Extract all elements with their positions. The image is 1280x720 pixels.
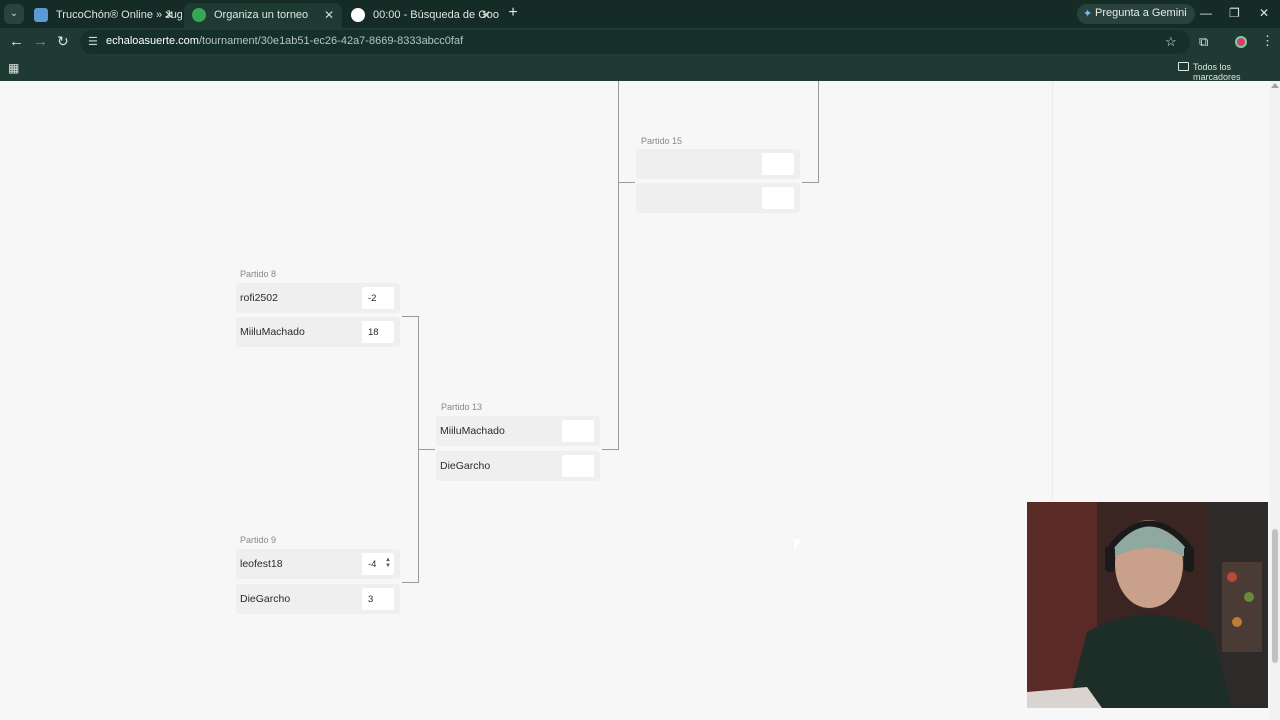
gemini-label: Pregunta a Gemini — [1095, 7, 1187, 19]
player-name: rofi2502 — [240, 292, 278, 304]
bookmarks-bar: ▦ Todos los marcadores — [0, 56, 1280, 82]
score-input[interactable]: 3 — [362, 588, 394, 610]
address-bar[interactable]: ☰ echaloasuerte.com/tournament/30e1ab51-… — [80, 30, 1190, 54]
tab-title: TrucoChón® Online » Jugá al T — [56, 9, 182, 21]
match-label: Partido 9 — [240, 535, 277, 545]
score-input[interactable] — [762, 187, 794, 209]
site-info-tune-icon[interactable]: ☰ — [88, 36, 98, 48]
bracket-connector — [402, 316, 419, 317]
player-name: leofest18 — [240, 558, 283, 570]
shield-favicon-icon — [34, 8, 48, 22]
page-scrollbar[interactable] — [1270, 81, 1280, 720]
page-divider — [1052, 81, 1053, 501]
tab-organiza-torneo[interactable]: Organiza un torneo ✕ — [184, 3, 342, 28]
score-input[interactable]: 18 — [362, 321, 394, 343]
tab-strip: ⌄ TrucoChón® Online » Jugá al T ✕ Organi… — [0, 0, 1280, 28]
score-input[interactable]: -2 — [362, 287, 394, 309]
tab-title: Organiza un torneo — [214, 9, 309, 21]
score-input[interactable] — [762, 153, 794, 175]
player-name: MiiluMachado — [240, 326, 305, 338]
match-slot: MiiluMachado — [436, 416, 600, 446]
apps-grid-icon[interactable]: ▦ — [8, 61, 20, 75]
bookmark-star-icon[interactable]: ☆ — [1165, 34, 1177, 49]
browser-chrome: ⌄ TrucoChón® Online » Jugá al T ✕ Organi… — [0, 0, 1280, 82]
url-domain: echaloasuerte.com — [106, 35, 199, 47]
scrollbar-thumb[interactable] — [1272, 529, 1278, 663]
score-input[interactable] — [562, 455, 594, 477]
kebab-menu-icon[interactable]: ⋮ — [1261, 33, 1274, 48]
match-slot: rofi2502 -2 — [236, 283, 400, 313]
close-icon[interactable]: ✕ — [163, 8, 174, 22]
profile-avatar[interactable] — [1235, 36, 1247, 48]
gemini-spark-icon: ✦ — [1083, 8, 1093, 20]
tab-search-chevron-down-icon[interactable]: ⌄ — [4, 4, 24, 24]
score-value: -4 — [368, 559, 377, 570]
bracket-connector — [602, 449, 619, 450]
tab-google-search[interactable]: 00:00 - Búsqueda de Google ✕ — [343, 3, 499, 28]
extensions-puzzle-icon[interactable]: ⧉ — [1199, 34, 1209, 49]
webcam-person-image — [1027, 502, 1268, 708]
match-slot — [636, 149, 800, 179]
bracket-connector — [818, 81, 819, 183]
close-icon[interactable]: ✕ — [480, 8, 491, 22]
player-name: DieGarcho — [240, 593, 291, 605]
score-input[interactable]: -4 ▲▼ — [362, 553, 394, 575]
bracket-connector — [402, 582, 419, 583]
url-path: /tournament/30e1ab51-ec26-42a7-8669-8333… — [198, 35, 464, 47]
all-bookmarks-label: Todos los marcadores — [1193, 62, 1241, 82]
clover-favicon-icon — [192, 8, 206, 22]
spinner-arrows-icon[interactable]: ▲▼ — [385, 557, 391, 569]
match-label: Partido 8 — [240, 269, 277, 279]
bracket-connector — [618, 182, 635, 183]
bracket-connector — [418, 449, 435, 450]
match-slot: DieGarcho 3 — [236, 584, 400, 614]
bracket-connector — [802, 182, 819, 183]
new-tab-plus-icon[interactable]: + — [508, 4, 518, 21]
match-slot — [636, 183, 800, 213]
match-label: Partido 13 — [441, 402, 483, 412]
score-input[interactable] — [562, 420, 594, 442]
all-bookmarks-button[interactable]: Todos los marcadores — [1178, 62, 1280, 82]
webcam-overlay — [1027, 502, 1268, 708]
match-slot: leofest18 -4 ▲▼ — [236, 549, 400, 579]
match-label: Partido 15 — [641, 136, 683, 146]
browser-toolbar: ← → ↻ ☰ echaloasuerte.com/tournament/30e… — [0, 28, 1280, 56]
bracket-connector — [618, 81, 619, 450]
match-slot: MiiluMachado 18 — [236, 317, 400, 347]
folder-icon — [1178, 62, 1189, 71]
forward-arrow-right-icon[interactable]: → — [33, 33, 48, 50]
tab-title: 00:00 - Búsqueda de Google — [373, 9, 499, 21]
reload-icon[interactable]: ↻ — [57, 33, 69, 49]
scroll-up-icon[interactable] — [1271, 83, 1279, 88]
player-name: MiiluMachado — [440, 425, 505, 437]
match-slot: DieGarcho — [436, 451, 600, 481]
mouse-cursor-icon — [794, 539, 802, 551]
window-close-icon[interactable]: ✕ — [1259, 6, 1270, 20]
player-name: DieGarcho — [440, 460, 491, 472]
close-icon[interactable]: ✕ — [323, 8, 334, 22]
tab-trucochon[interactable]: TrucoChón® Online » Jugá al T ✕ — [26, 3, 182, 28]
back-arrow-left-icon[interactable]: ← — [9, 33, 24, 50]
google-favicon-icon — [351, 8, 365, 22]
restore-icon[interactable]: ❐ — [1229, 6, 1240, 20]
ask-gemini-button[interactable]: ✦ Pregunta a Gemini — [1077, 4, 1195, 24]
minimize-icon[interactable]: — — [1200, 6, 1212, 20]
